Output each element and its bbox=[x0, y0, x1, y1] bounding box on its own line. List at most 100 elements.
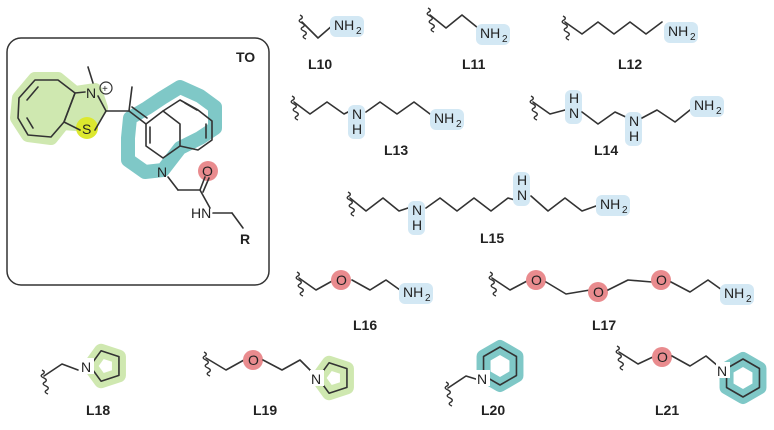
l19-oxygen-highlight bbox=[243, 350, 263, 370]
l15-chain-b bbox=[425, 197, 516, 212]
bridge-double-b bbox=[131, 106, 148, 119]
l17-oxygen-3-o: O bbox=[656, 272, 667, 288]
chain-5 bbox=[231, 212, 244, 229]
l10-amine-nh: NH bbox=[334, 17, 354, 33]
l18-chain bbox=[43, 363, 79, 377]
quinoline-n: N bbox=[157, 164, 167, 180]
l18-n: N bbox=[81, 359, 91, 375]
l13-amine-highlight bbox=[430, 109, 464, 130]
chain-1 bbox=[167, 176, 179, 191]
l13-amine-sub2: 2 bbox=[456, 119, 462, 130]
l17-amine-sub2: 2 bbox=[746, 294, 752, 305]
l20-chain bbox=[447, 375, 480, 389]
l14-amine-nh: NH bbox=[694, 97, 714, 113]
l10-chain bbox=[301, 21, 334, 39]
l10-label: L10 bbox=[308, 56, 332, 72]
l19-chain-b bbox=[262, 359, 313, 373]
l15-nh2-highlight bbox=[513, 172, 530, 206]
l12-amine-nh: NH bbox=[668, 23, 688, 39]
l14-chain-c bbox=[641, 109, 691, 123]
l18-label: L18 bbox=[86, 402, 110, 418]
l20-ring-bonds bbox=[482, 346, 518, 386]
l15-nh1-n: N bbox=[412, 202, 422, 218]
carbonyl-oxygen: O bbox=[202, 163, 213, 179]
l21-attachment bbox=[615, 345, 624, 371]
l13-chain-b bbox=[365, 101, 431, 115]
l11-amine-highlight bbox=[476, 24, 510, 45]
l15-nh2-h: H bbox=[517, 172, 527, 188]
l13-amine-nh: NH bbox=[434, 110, 454, 126]
l15-amine-highlight bbox=[596, 195, 630, 216]
chain-co-b bbox=[202, 177, 210, 193]
plus-sign: + bbox=[102, 84, 108, 95]
l10-amine-highlight bbox=[330, 16, 364, 37]
l14-attachment bbox=[529, 95, 538, 121]
l17-oxygen-1-highlight bbox=[526, 270, 546, 290]
l17-chain-b bbox=[545, 281, 591, 295]
l16-oxygen-highlight bbox=[331, 270, 351, 290]
amide-hn: HN bbox=[191, 205, 211, 221]
l17-chain-c bbox=[607, 279, 653, 291]
l11-amine-sub2: 2 bbox=[502, 34, 508, 45]
l17-amine-highlight bbox=[720, 284, 754, 305]
l15-attachment bbox=[346, 191, 355, 217]
l17-attachment bbox=[488, 271, 497, 297]
l12-label: L12 bbox=[618, 56, 642, 72]
l20-attachment bbox=[444, 381, 453, 407]
l18-n-bg bbox=[80, 358, 94, 374]
q-double-2 bbox=[184, 102, 198, 111]
l10-amine-sub2: 2 bbox=[356, 26, 362, 37]
l15-label: L15 bbox=[480, 230, 504, 246]
l17-oxygen-2-highlight bbox=[588, 282, 608, 302]
l13-nh-h: H bbox=[352, 121, 362, 137]
l13-attachment bbox=[290, 95, 299, 121]
l14-chain-a bbox=[532, 101, 566, 115]
l21-chain-a bbox=[618, 351, 656, 365]
l17-label: L17 bbox=[592, 317, 616, 333]
l11-chain bbox=[429, 14, 479, 29]
l11-label: L11 bbox=[462, 56, 486, 72]
bridge-double-a bbox=[128, 110, 147, 125]
chain-co bbox=[199, 176, 206, 191]
to-panel: TO N + S N bbox=[6, 37, 270, 286]
bt-fused bbox=[63, 92, 76, 123]
l11-amine-nh: NH bbox=[480, 25, 500, 41]
linker-l18: N L18 bbox=[40, 343, 126, 418]
bt-s-c2 bbox=[94, 110, 107, 131]
carbonyl-oxygen-highlight bbox=[198, 161, 218, 181]
bt-n-bond bbox=[74, 91, 86, 94]
l12-attachment bbox=[561, 15, 570, 41]
l14-amine-highlight bbox=[690, 96, 724, 117]
bt-n-c2 bbox=[97, 95, 107, 112]
l17-chain-d bbox=[670, 279, 723, 293]
l15-nh1-highlight bbox=[408, 201, 425, 235]
to-panel-border bbox=[6, 37, 270, 286]
l17-oxygen-2-o: O bbox=[593, 284, 604, 300]
quinoline-benzene bbox=[162, 99, 213, 151]
l15-amine-nh: NH bbox=[600, 196, 620, 212]
l14-nh1-highlight bbox=[565, 90, 582, 124]
l16-oxygen-o: O bbox=[336, 272, 347, 288]
l19-label: L19 bbox=[253, 402, 277, 418]
l21-n-bg bbox=[716, 362, 730, 378]
l13-nh-n: N bbox=[352, 106, 362, 122]
bt-s-bond bbox=[63, 121, 81, 131]
sulfur-highlight bbox=[76, 117, 98, 139]
l20-n-bg bbox=[476, 370, 490, 386]
plus-circle bbox=[99, 81, 113, 95]
l21-label: L21 bbox=[655, 402, 679, 418]
benzothiazole-n: N bbox=[86, 85, 96, 101]
l18-attachment bbox=[40, 369, 49, 395]
sulfur-atom: S bbox=[82, 121, 91, 137]
l15-nh2-n: N bbox=[517, 187, 527, 203]
l21-ring-highlight bbox=[719, 352, 767, 404]
l20-label: L20 bbox=[481, 402, 505, 418]
